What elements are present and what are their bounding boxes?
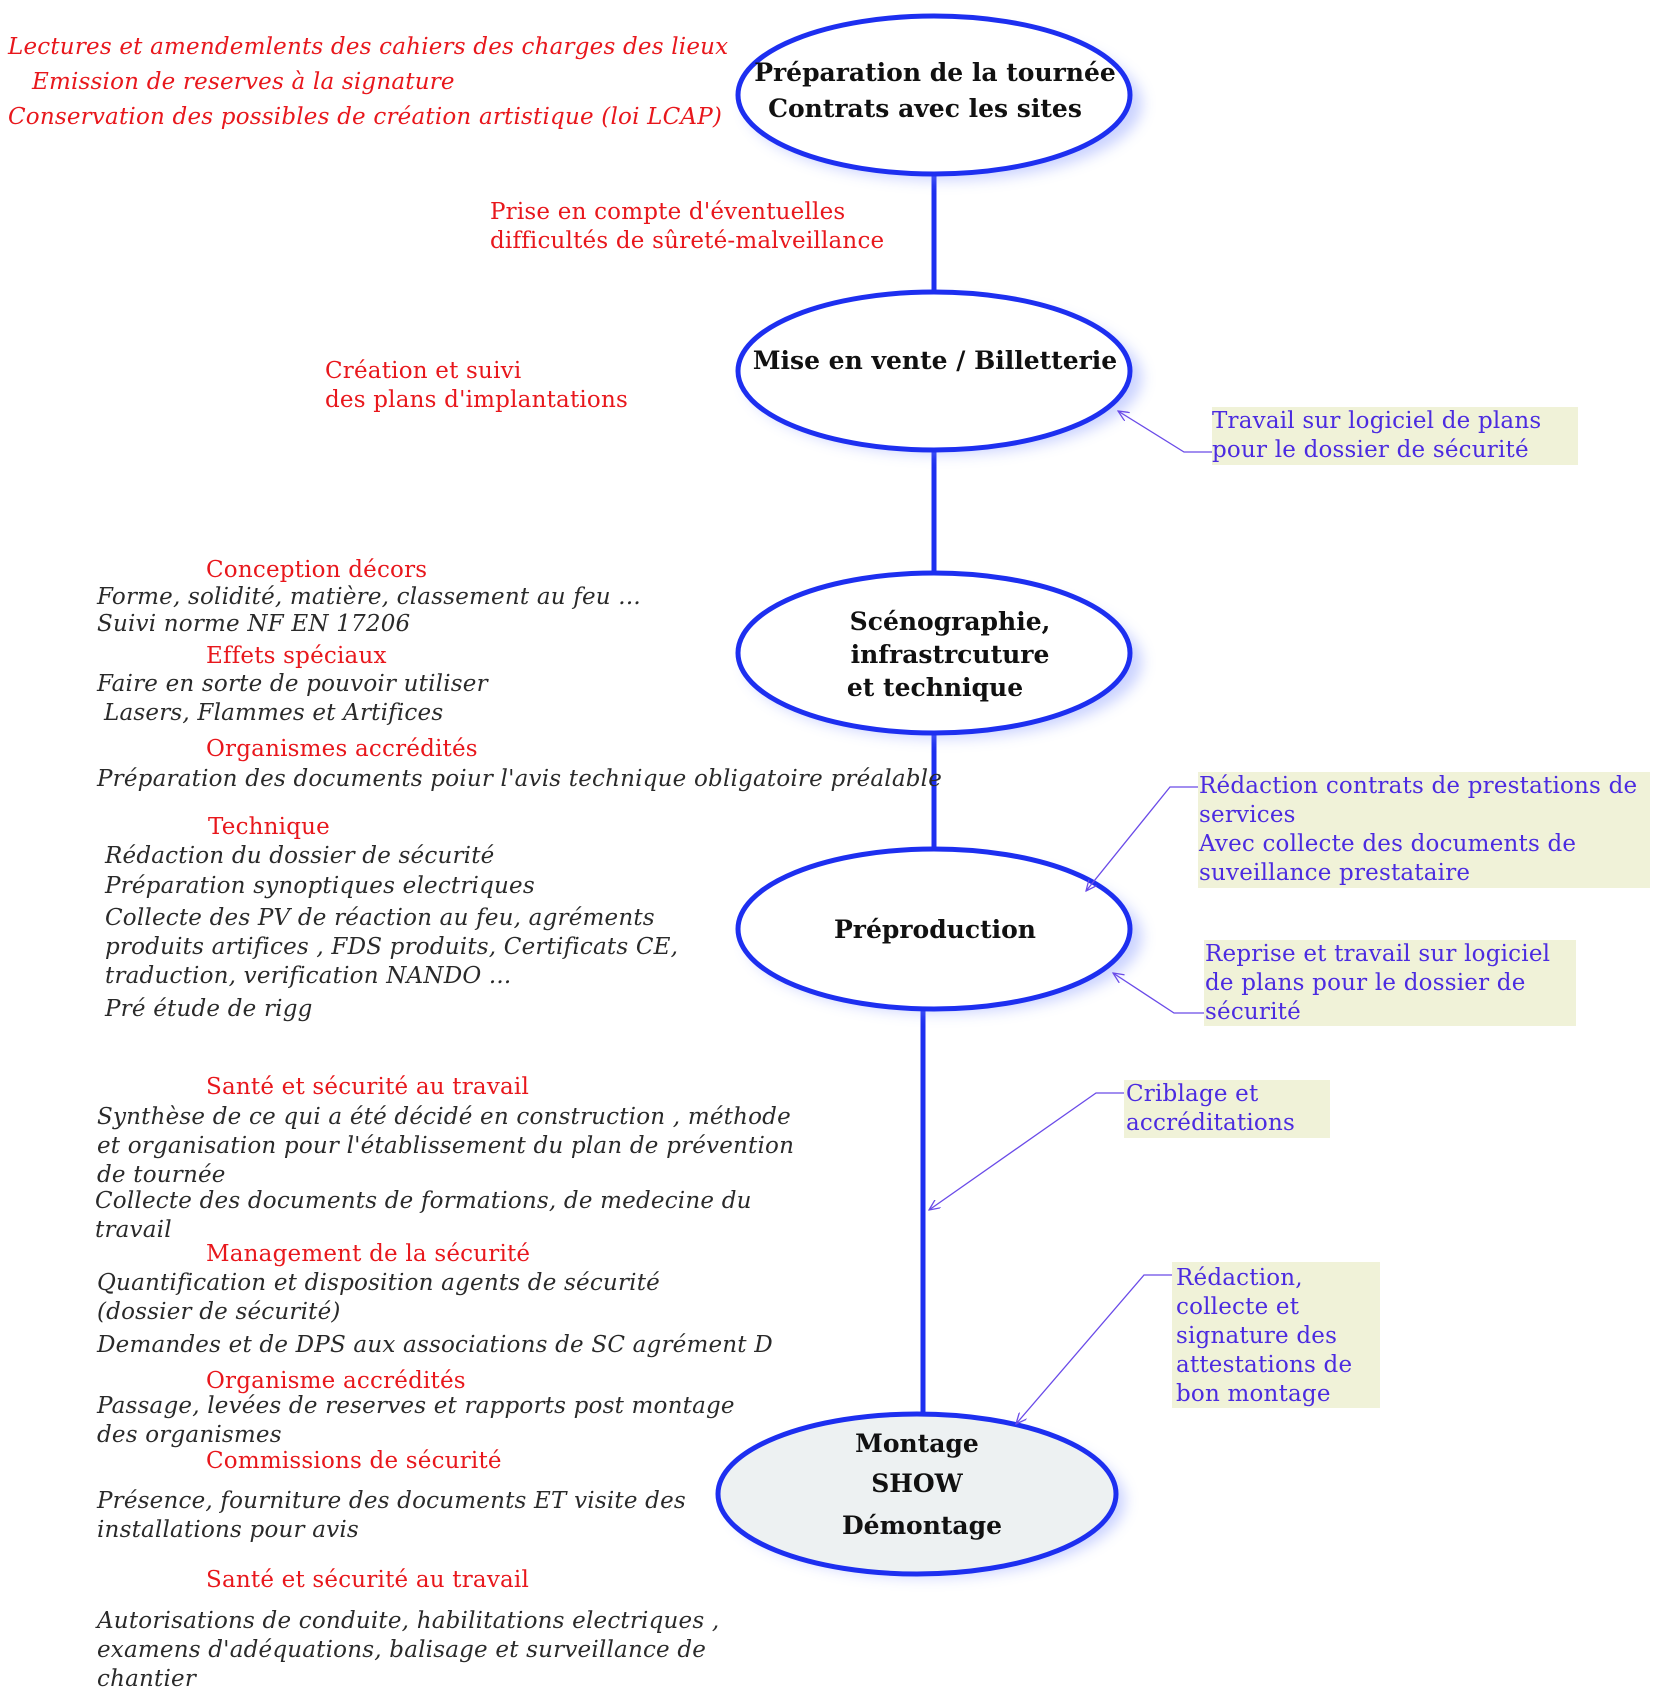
node-montage-line-3: Démontage [841, 1511, 1003, 1540]
effets-heading: Effets spéciaux [206, 643, 387, 669]
organisme2-line-2: des organismes [97, 1422, 282, 1448]
decors-line-2: Suivi norme NF EN 17206 [97, 611, 411, 637]
callout-5-line-3: signature des [1176, 1323, 1338, 1349]
node-scenographie-line-3: et technique [846, 673, 1024, 702]
callout-4-line-1: Criblage et [1126, 1081, 1259, 1107]
technique-line-5: traduction, verification NANDO ... [105, 963, 512, 989]
commissions-line-1: Présence, fourniture des documents ET vi… [97, 1488, 686, 1514]
node-scenographie-label: Scénographie, infrastrcuture et techniqu… [735, 605, 1135, 704]
callout-box-1 [1212, 407, 1578, 465]
plans-note-line-1: Création et suivi [325, 358, 522, 384]
callout-box-5 [1172, 1262, 1380, 1408]
management-line-3: Demandes et de DPS aux associations de S… [97, 1332, 773, 1358]
node-billetterie-ellipse [735, 289, 1133, 453]
organismes-line-1: Préparation des documents poiur l'avis t… [97, 766, 943, 792]
sst1-line-5: travail [95, 1217, 172, 1243]
node-billetterie-line-1: Mise en vente / Billetterie [752, 346, 1118, 375]
callout-box-2 [1198, 772, 1650, 888]
node-preparation-line-1: Préparation de la tournée [754, 58, 1116, 87]
sst1-line-1: Synthèse de ce qui a été décidé en const… [97, 1104, 791, 1130]
callout-box-3 [1204, 940, 1576, 1026]
management-heading: Management de la sécurité [206, 1241, 531, 1267]
decors-line-1: Forme, solidité, matière, classement au … [97, 584, 641, 610]
effets-line-1: Faire en sorte de pouvoir utiliser [97, 671, 488, 697]
decors-heading: Conception décors [206, 557, 428, 583]
callout-leader-4 [929, 1092, 1124, 1210]
node-preproduction-ellipse [735, 846, 1133, 1012]
callout-5-line-5: bon montage [1176, 1381, 1331, 1407]
callout-3-line-2: de plans pour le dossier de [1205, 970, 1526, 996]
technique-line-1: Rédaction du dossier de sécurité [105, 843, 495, 869]
technique-line-4: produits artifices , FDS produits, Certi… [105, 934, 679, 960]
node-montage-line-2: SHOW [871, 1469, 963, 1498]
sst1-line-4: Collecte des documents de formations, de… [95, 1188, 752, 1214]
callout-1-line-1: Travail sur logiciel de plans [1212, 408, 1542, 434]
technique-line-2: Préparation synoptiques electriques [105, 873, 535, 899]
sst1-line-3: de tournée [97, 1162, 226, 1188]
node-billetterie-label: Mise en vente / Billetterie [735, 343, 1135, 379]
commissions-line-2: installations pour avis [97, 1517, 359, 1543]
effets-line-2: Lasers, Flammes et Artifices [104, 700, 444, 726]
organismes-heading: Organismes accrédités [206, 736, 478, 762]
plans-note-line-2: des plans d'implantations [325, 387, 629, 413]
callout-3-line-1: Reprise et travail sur logiciel [1205, 941, 1551, 967]
top-note-1: Lectures et amendemlents des cahiers des… [8, 34, 729, 60]
sst2-heading: Santé et sécurité au travail [206, 1567, 530, 1593]
surete-note-line-2: difficultés de sûreté-malveillance [490, 228, 885, 254]
sst1-line-2: et organisation pour l'établissement du … [97, 1133, 795, 1159]
sst1-heading: Santé et sécurité au travail [206, 1074, 530, 1100]
sst2-line-3: chantier [97, 1666, 197, 1692]
callout-leader-5 [1016, 1274, 1172, 1424]
callout-5-line-2: collecte et [1176, 1294, 1300, 1320]
callout-leader-1 [1118, 411, 1212, 453]
technique-heading: Technique [208, 814, 330, 840]
node-preparation-ellipse [735, 13, 1133, 177]
surete-note-line-1: Prise en compte d'éventuelles [490, 199, 846, 225]
node-montage-ellipse [715, 1411, 1119, 1577]
organisme2-line-1: Passage, levées de reserves et rapports … [97, 1393, 735, 1419]
management-line-2: (dossier de sécurité) [97, 1299, 341, 1325]
sst2-line-2: examens d'adéquations, balisage et surve… [97, 1637, 707, 1663]
callout-5-line-1: Rédaction, [1176, 1265, 1303, 1291]
callout-leader-2 [1086, 786, 1198, 891]
callout-4-line-2: accréditations [1126, 1110, 1295, 1136]
top-note-3: Conservation des possibles de création a… [8, 104, 723, 130]
callout-1-line-2: pour le dossier de sécurité [1212, 437, 1529, 463]
callout-5-line-4: attestations de [1176, 1352, 1353, 1378]
callout-2-line-3: Avec collecte des documents de [1199, 831, 1577, 857]
node-preproduction-line-1: Préproduction [834, 915, 1036, 944]
commissions-heading: Commissions de sécurité [206, 1448, 502, 1474]
technique-line-6: Pré étude de rigg [105, 996, 313, 1022]
management-line-1: Quantification et disposition agents de … [97, 1270, 660, 1296]
callout-2-line-1: Rédaction contrats de prestations de [1199, 773, 1638, 799]
callout-box-4 [1124, 1080, 1330, 1138]
node-montage-label: Montage SHOW Démontage [723, 1424, 1123, 1546]
node-scenographie-ellipse [735, 570, 1133, 736]
technique-line-3: Collecte des PV de réaction au feu, agré… [105, 905, 655, 931]
top-note-2: Emission de reserves à la signature [32, 69, 455, 95]
callout-3-line-3: sécurité [1205, 999, 1301, 1025]
node-scenographie-line-2: infrastrcuture [850, 640, 1050, 669]
callout-2-line-2: services [1199, 802, 1296, 828]
sst2-line-1: Autorisations de conduite, habilitations… [97, 1608, 720, 1634]
node-scenographie-line-1: Scénographie, [849, 607, 1051, 636]
node-preparation-line-2: Contrats avec les sites [768, 94, 1082, 123]
node-preparation-label: Préparation de la tournée Contrats avec … [735, 55, 1135, 127]
callout-leader-3 [1113, 973, 1204, 1014]
node-preproduction-label: Préproduction [735, 912, 1135, 948]
callout-2-line-4: suveillance prestataire [1199, 860, 1471, 886]
node-montage-line-1: Montage [855, 1429, 979, 1458]
organisme2-heading: Organisme accrédités [206, 1368, 466, 1394]
